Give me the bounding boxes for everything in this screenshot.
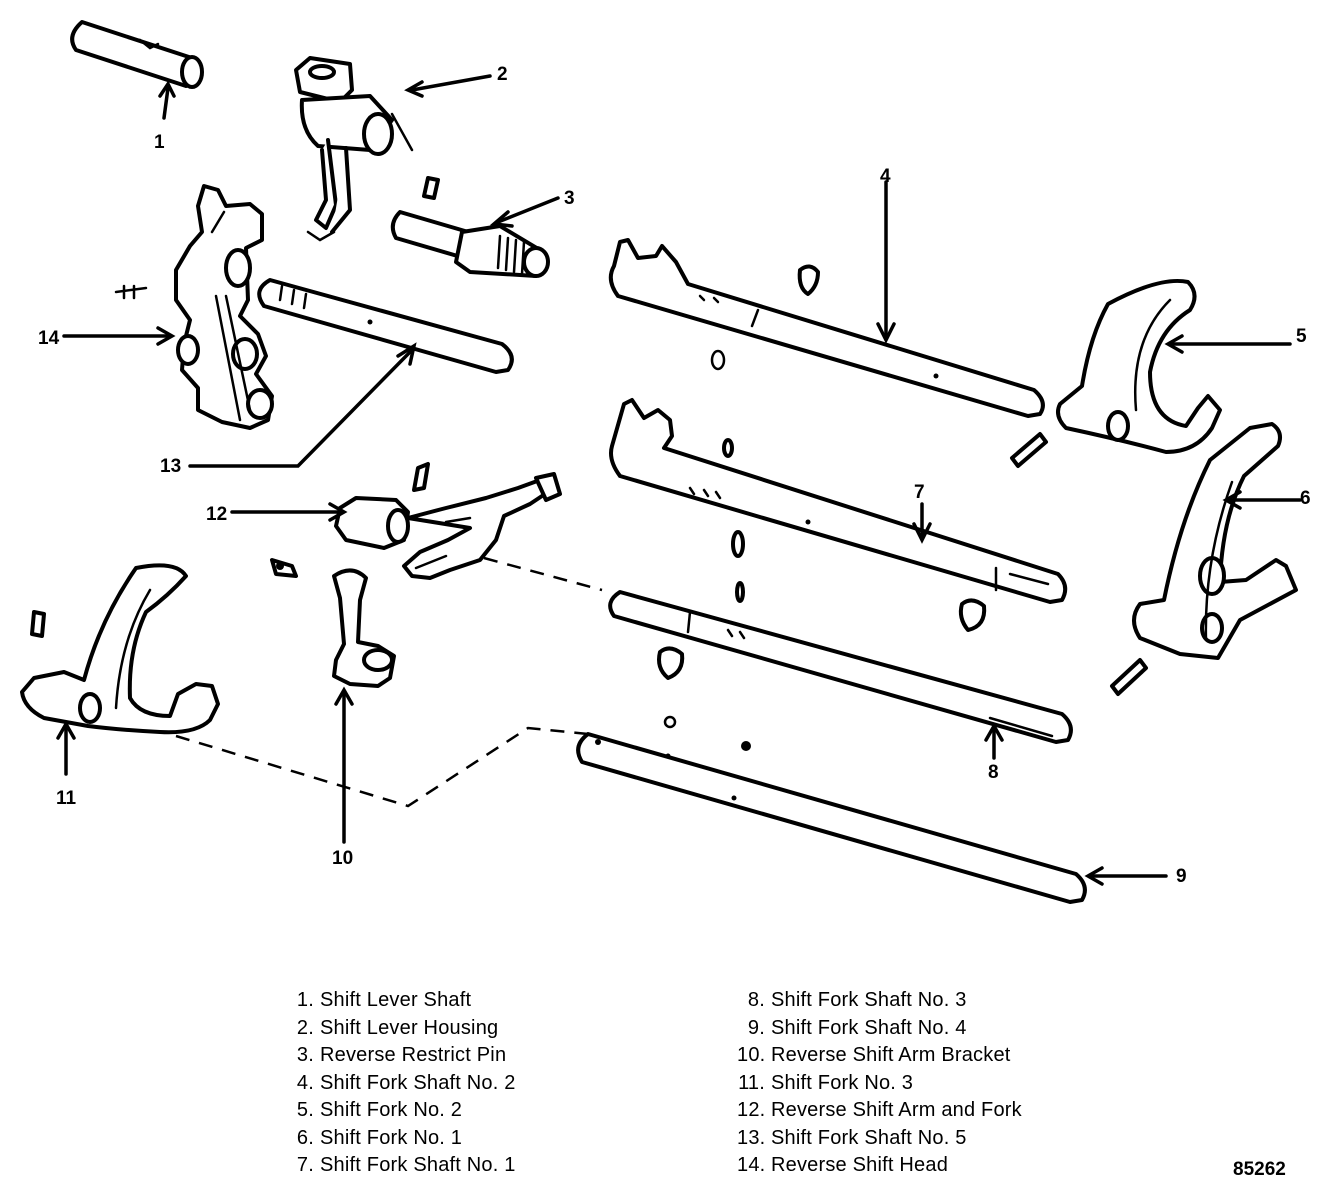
reverse-restrict-pin: [390, 176, 560, 278]
callout-14: 14: [38, 328, 60, 349]
callout-2: 2: [497, 64, 508, 85]
legend-item: 4.Shift Fork Shaft No. 2: [296, 1071, 516, 1094]
legend-item: 10.Reverse Shift Arm Bracket: [737, 1044, 1011, 1066]
shift-fork-no-1: [1110, 422, 1302, 696]
callout-8: 8: [988, 762, 999, 783]
figure-id: 85262: [1233, 1159, 1286, 1180]
callout-5: 5: [1296, 326, 1307, 347]
reverse-shift-head: [62, 184, 274, 430]
shift-fork-shaft-no-2: [608, 180, 1045, 418]
shift-fork-no-3: [20, 563, 589, 808]
shift-lever-shaft: [70, 20, 204, 120]
legend-item: 11.Shift Fork No. 3: [738, 1071, 914, 1094]
shift-fork-shaft-no-4: [576, 715, 1168, 904]
shift-fork-no-2: [1010, 278, 1292, 468]
callout-7: 7: [914, 482, 925, 503]
callout-4: 4: [880, 166, 891, 187]
callout-9: 9: [1176, 866, 1187, 887]
reverse-shift-arm-and-fork: [230, 462, 603, 592]
legend-item: 3.Reverse Restrict Pin: [296, 1044, 507, 1066]
legend-left: 1.Shift Lever Shaft 2.Shift Lever Housin…: [292, 987, 516, 1180]
shift-lever-housing: [294, 56, 492, 242]
legend-item: 5.Shift Fork No. 2: [296, 1099, 463, 1121]
reverse-shift-arm-bracket: [270, 558, 396, 844]
legend-item: 12.Reverse Shift Arm and Fork: [737, 1099, 1022, 1121]
callout-11: 11: [56, 788, 77, 809]
callout-6: 6: [1300, 488, 1311, 509]
legend-item: 7.Shift Fork Shaft No. 1: [296, 1154, 516, 1176]
legend-item: 9.Shift Fork Shaft No. 4: [747, 1016, 967, 1039]
shift-fork-shaft-no-5: [188, 278, 514, 468]
callout-12: 12: [206, 504, 227, 525]
callout-10: 10: [332, 848, 353, 869]
exploded-parts-diagram: 1 2 3 4 5 6 7 8 9 10 11 12 13 14: [20, 20, 1311, 904]
shift-fork-shaft-no-1: [609, 398, 1068, 632]
callout-3: 3: [564, 188, 575, 209]
legend-item: 6.Shift Fork No. 1: [296, 1126, 463, 1149]
legend-item: 2.Shift Lever Housing: [296, 1016, 499, 1039]
legend-item: 8.Shift Fork Shaft No. 3: [747, 989, 967, 1011]
legend-item: 1.Shift Lever Shaft: [296, 989, 472, 1011]
legend-right: 8.Shift Fork Shaft No. 3 9.Shift Fork Sh…: [737, 987, 1022, 1180]
legend-item: 13.Shift Fork Shaft No. 5: [737, 1126, 967, 1149]
shift-fork-shaft-no-3: [608, 590, 1073, 760]
callout-13: 13: [160, 456, 181, 477]
callout-1: 1: [154, 132, 165, 153]
legend-item: 14.Reverse Shift Head: [737, 1154, 949, 1176]
